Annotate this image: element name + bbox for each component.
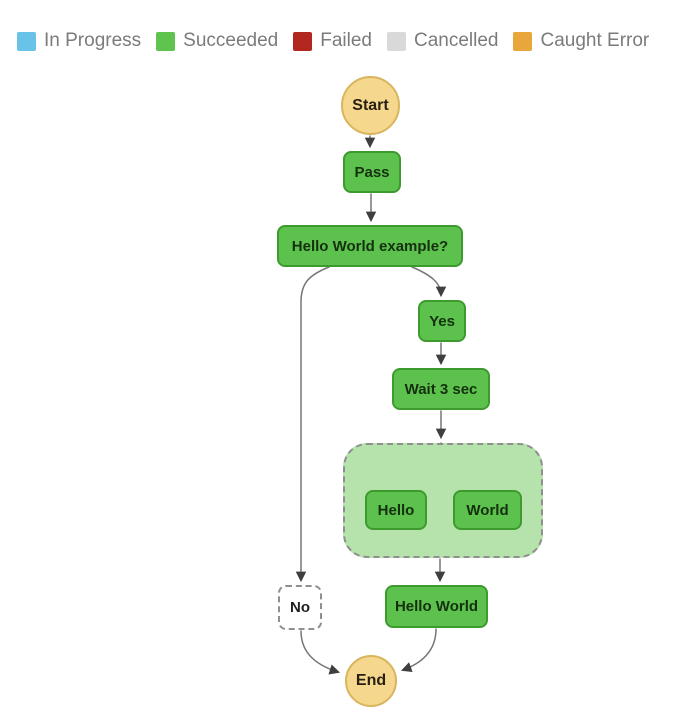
failed-swatch bbox=[293, 31, 313, 51]
node-no[interactable]: No bbox=[278, 585, 322, 630]
node-label: Pass bbox=[354, 163, 390, 181]
legend-item-cancelled: Cancelled bbox=[386, 30, 499, 52]
node-pass[interactable]: Pass bbox=[343, 151, 401, 193]
legend-label: In Progress bbox=[44, 30, 142, 51]
legend-label: Succeeded bbox=[183, 30, 279, 51]
legend-item-in-progress: In Progress bbox=[17, 30, 141, 52]
node-hello-world[interactable]: Hello World bbox=[385, 585, 488, 628]
legend-label: Failed bbox=[320, 30, 372, 51]
caught-error-swatch bbox=[513, 31, 533, 51]
node-start[interactable]: Start bbox=[341, 76, 400, 135]
edge-no-end bbox=[300, 630, 341, 675]
status-legend: In Progress Succeeded Failed Cancelled C… bbox=[17, 30, 649, 52]
node-world[interactable]: World bbox=[453, 490, 522, 530]
edge-choice-no bbox=[295, 266, 330, 583]
legend-label: Cancelled bbox=[413, 30, 499, 51]
node-label: Start bbox=[352, 96, 389, 114]
edge-helloworld-end bbox=[401, 628, 437, 673]
legend-label: Caught Error bbox=[540, 30, 650, 51]
node-label: Yes bbox=[429, 312, 455, 330]
node-wait-3-sec[interactable]: Wait 3 sec bbox=[392, 368, 490, 410]
node-yes[interactable]: Yes bbox=[418, 300, 466, 342]
in-progress-swatch bbox=[17, 31, 36, 51]
succeeded-swatch bbox=[156, 31, 176, 51]
node-choice-hello-world-example[interactable]: Hello World example? bbox=[277, 225, 463, 267]
cancelled-swatch bbox=[386, 31, 406, 51]
node-label: World bbox=[466, 501, 509, 519]
node-label: No bbox=[290, 599, 310, 616]
node-hello[interactable]: Hello bbox=[365, 490, 427, 530]
node-label: Hello World example? bbox=[291, 237, 449, 255]
node-label: Wait 3 sec bbox=[404, 380, 478, 398]
node-label: Hello bbox=[377, 501, 415, 519]
node-label: End bbox=[355, 672, 387, 689]
node-label: Hello World bbox=[394, 598, 479, 615]
node-end[interactable]: End bbox=[345, 655, 397, 707]
legend-item-succeeded: Succeeded bbox=[156, 30, 278, 52]
legend-item-caught-error: Caught Error bbox=[513, 30, 649, 52]
legend-item-failed: Failed bbox=[293, 30, 372, 52]
edge-choice-yes bbox=[411, 266, 447, 298]
